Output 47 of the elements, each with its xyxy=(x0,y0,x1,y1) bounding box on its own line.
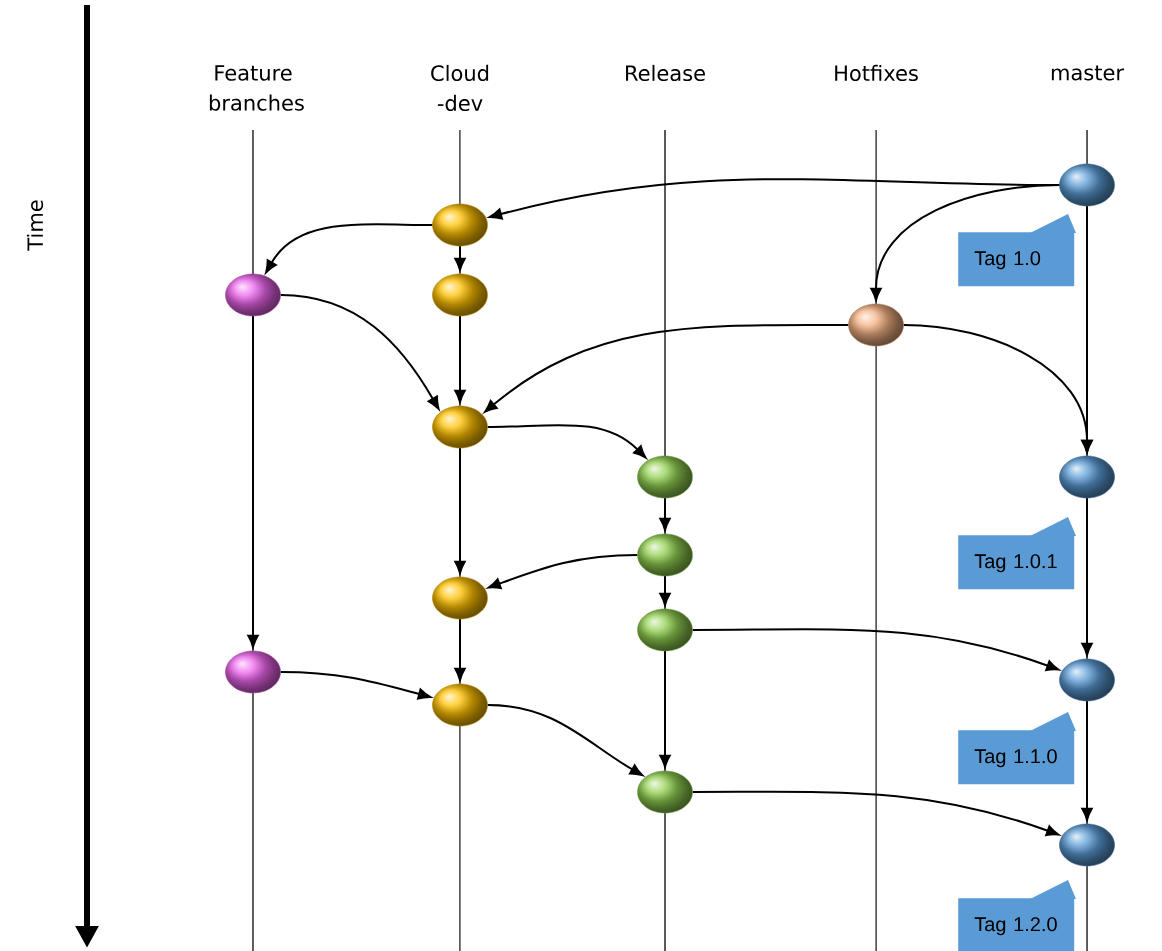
commit-dot xyxy=(848,303,904,347)
commit-dot xyxy=(1059,823,1115,867)
commit-dot xyxy=(432,683,488,727)
commit-dot xyxy=(432,203,488,247)
arrow xyxy=(279,294,440,410)
tag-callout: Tag 1.0 xyxy=(958,214,1076,287)
commit-dot xyxy=(432,576,488,620)
arrow xyxy=(454,447,466,574)
commit-dot xyxy=(1059,163,1115,207)
arrow xyxy=(659,575,671,606)
arrow xyxy=(484,323,850,413)
commit-dot xyxy=(637,608,693,652)
commit-dot xyxy=(637,455,693,499)
arrow xyxy=(486,704,644,777)
arrow xyxy=(691,790,1060,837)
commit-dot xyxy=(432,405,488,449)
arrow xyxy=(870,184,1061,301)
arrow xyxy=(659,650,671,768)
commit-dot xyxy=(432,273,488,317)
column-header: Hotfixes xyxy=(835,64,918,82)
arrow xyxy=(1081,497,1093,656)
arrow xyxy=(454,245,466,271)
arrow xyxy=(454,315,466,403)
column-header: Feature branches xyxy=(209,65,304,111)
arrow xyxy=(691,628,1060,672)
commit-dot xyxy=(225,273,281,317)
arrow xyxy=(247,315,259,648)
tag-callout: Tag 1.0.1 xyxy=(958,517,1076,590)
commit-dot xyxy=(637,770,693,814)
column-header: Cloud -dev xyxy=(431,64,489,112)
arrow xyxy=(487,554,639,590)
arrow xyxy=(1081,700,1093,821)
arrow xyxy=(659,497,671,531)
arrow xyxy=(902,324,1093,453)
column-header: Release xyxy=(626,64,705,82)
arrow xyxy=(279,671,432,700)
commit-dot xyxy=(1059,455,1115,499)
arrow xyxy=(454,618,466,681)
axis-label: Time xyxy=(26,200,44,251)
tag-callout: Tag 1.2.0 xyxy=(958,880,1076,951)
arrow xyxy=(486,423,647,459)
column-header: master xyxy=(1051,65,1125,81)
commit-dot xyxy=(637,533,693,577)
arrow xyxy=(265,223,434,274)
tag-callout: Tag 1.1.0 xyxy=(958,712,1076,785)
commit-dot xyxy=(1059,658,1115,702)
commit-dot xyxy=(225,650,281,694)
